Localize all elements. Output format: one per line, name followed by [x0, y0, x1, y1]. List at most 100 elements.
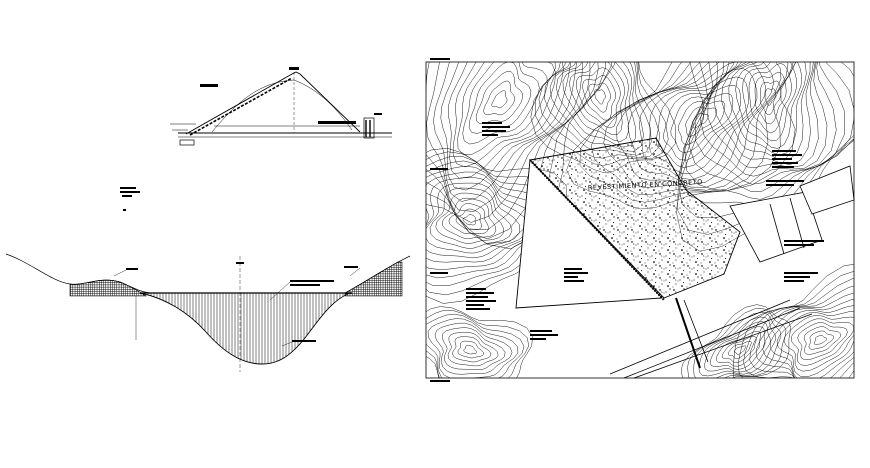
contour-line: [457, 62, 548, 155]
plan-annotations: [430, 58, 824, 382]
contour-line: [588, 82, 611, 113]
contour-line: [462, 214, 476, 226]
embankment-core: [211, 79, 353, 133]
contour-line: [737, 271, 854, 378]
contour-line: [442, 197, 497, 239]
contour-line: [755, 292, 854, 378]
dam-cross-section: [170, 67, 392, 146]
contour-line: [569, 62, 625, 135]
contour-line: [743, 277, 854, 378]
axis-label-mark: [236, 262, 244, 264]
contour-line: [426, 160, 552, 279]
contour-line: [693, 312, 782, 378]
contour-line: [427, 318, 519, 378]
contour-line: [813, 335, 828, 345]
contour-line: [440, 62, 571, 191]
contour-line: [776, 311, 854, 377]
upstream-face-riprap: [189, 77, 293, 136]
contour-line: [688, 62, 845, 192]
note-mark: [344, 266, 358, 268]
ground-profile: [5, 253, 411, 294]
lining-speckle: [530, 138, 740, 298]
contour-line: [426, 62, 591, 223]
contour-line: [754, 72, 787, 125]
contour-line: [655, 76, 749, 168]
contour-line: [429, 187, 513, 249]
contour-line: [733, 264, 854, 378]
upstream-toe: [179, 139, 195, 146]
contour-line: [748, 63, 792, 134]
contour-line: [426, 62, 584, 212]
contour-line: [759, 80, 782, 116]
contour-line: [680, 304, 792, 378]
leader: [349, 267, 361, 277]
contour-line: [749, 285, 854, 378]
note-mark: [292, 340, 316, 342]
contour-line: [433, 62, 577, 202]
contour-line: [426, 171, 537, 263]
contour-line: [483, 80, 516, 116]
crest-tag: [289, 67, 299, 70]
contour-line: [426, 62, 616, 250]
contour-line: [426, 62, 613, 245]
contour-line: [677, 100, 726, 145]
contour-line: [434, 322, 513, 375]
left-bank-fill: [69, 279, 147, 297]
contour-line: [803, 326, 841, 355]
note-line: [120, 191, 140, 193]
contour-line: [808, 330, 834, 350]
contour-line: [769, 305, 854, 378]
contour-line: [452, 336, 492, 363]
contour-line: [692, 112, 709, 129]
leader: [269, 281, 291, 301]
contour-line: [685, 106, 718, 137]
note-mark: [126, 268, 138, 270]
toe-drain: [363, 117, 375, 139]
contour-line: [797, 322, 848, 361]
right-bank-fill: [344, 261, 403, 297]
contour-line: [698, 316, 777, 377]
contour-line: [426, 306, 533, 378]
contour-line: [441, 327, 506, 371]
contour-line: [721, 336, 757, 363]
contour-line: [447, 331, 499, 367]
valley-cross-section: [5, 253, 411, 372]
contour-line: [475, 71, 523, 124]
contour-line: [694, 62, 837, 185]
contour-line: [462, 62, 540, 145]
contour-line: [700, 62, 828, 177]
contour-line: [452, 62, 556, 168]
contour-line: [426, 147, 567, 304]
contour-line: [709, 326, 766, 370]
contour-line: [735, 62, 803, 149]
contour-line: [426, 177, 529, 258]
contour-line: [783, 315, 854, 372]
note-mark: [123, 209, 126, 211]
small-note-blocks: [120, 187, 140, 211]
reservoir-triangle: [515, 158, 663, 309]
plan-view: REVESTIMIENTO EN CONCRETO: [425, 58, 855, 382]
contour-line: [463, 345, 478, 355]
contour-line: [733, 345, 747, 355]
note-line: [122, 195, 132, 197]
contour-line: [426, 313, 525, 378]
contour-line: [426, 62, 606, 240]
contour-line: [687, 308, 787, 378]
contour-line: [448, 203, 489, 235]
contour-line: [582, 75, 616, 121]
contour-line: [663, 85, 741, 161]
contour-line: [791, 318, 854, 366]
channel-fill: [139, 292, 351, 365]
filter-bar: [318, 121, 356, 124]
note-mark: [290, 280, 334, 282]
contour-line: [426, 182, 520, 254]
contour-line: [715, 331, 761, 367]
crest-note-box: [200, 84, 218, 87]
contour-line: [704, 321, 771, 373]
right-note: [374, 113, 382, 115]
contour-line: [491, 90, 508, 108]
note-line: [120, 187, 136, 189]
contour-line: [680, 62, 854, 207]
note-mark: [290, 284, 320, 286]
